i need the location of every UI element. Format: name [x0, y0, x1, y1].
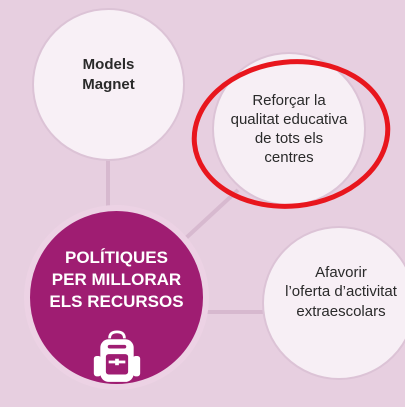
node-models-magnet: Models Magnet	[32, 8, 185, 161]
backpack-icon	[93, 330, 140, 383]
node-central-politiques: POLÍTIQUES PER MILLORAR ELS RECURSOS	[24, 205, 209, 390]
connector-reforcar-central	[184, 188, 240, 240]
node-central-label: POLÍTIQUES PER MILLORAR ELS RECURSOS	[49, 248, 184, 311]
node-models-magnet-label: Models Magnet	[82, 56, 135, 93]
node-afavorir-oferta-label: Afavorir l’oferta d’activitat extraescol…	[285, 264, 397, 320]
node-reforcar-qualitat-label: Reforçar la qualitat educativa de tots e…	[230, 91, 348, 167]
node-reforcar-qualitat: Reforçar la qualitat educativa de tots e…	[212, 52, 366, 206]
node-afavorir-oferta: Afavorir l’oferta d’activitat extraescol…	[262, 226, 405, 380]
